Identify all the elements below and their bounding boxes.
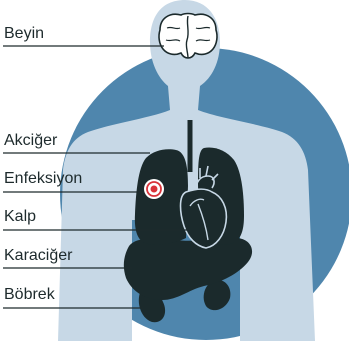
label-brain: Beyin (4, 25, 44, 43)
label-kidney: Böbrek (4, 286, 55, 304)
label-lung: Akciğer (4, 132, 57, 150)
label-heart: Kalp (4, 208, 36, 226)
brain-icon (159, 14, 217, 59)
infection-marker-icon (144, 179, 164, 199)
label-infection: Enfeksiyon (4, 170, 82, 188)
label-liver: Karaciğer (4, 247, 72, 265)
